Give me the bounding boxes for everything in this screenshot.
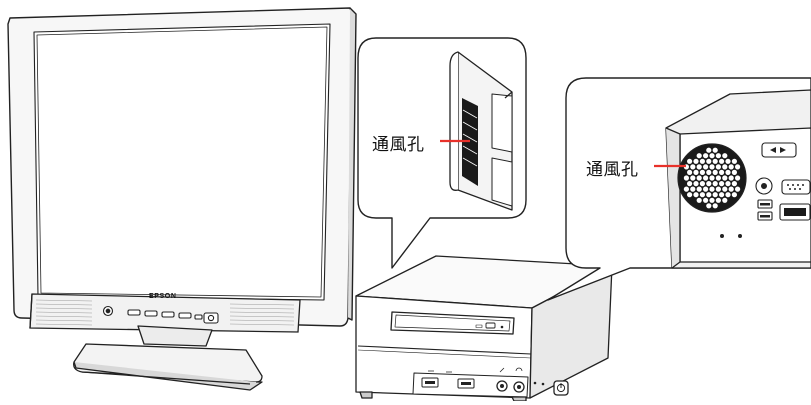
vent-hole: [703, 197, 709, 203]
monitor-button[interactable]: [144, 310, 158, 317]
vent-hole: [735, 164, 741, 170]
monitor-brand-label: EPSON: [149, 293, 177, 300]
vent-hole: [703, 186, 709, 192]
vent-hole: [709, 153, 715, 159]
vent-hole: [722, 186, 728, 192]
vent-hole: [699, 192, 706, 198]
vent-hole: [735, 175, 741, 181]
vent-hole: [687, 169, 693, 175]
vent-hole: [687, 181, 693, 187]
vent-hole: [712, 169, 718, 175]
vent-hole: [709, 186, 715, 192]
monitor-button[interactable]: [194, 314, 203, 320]
vent-hole: [703, 153, 709, 159]
vent-hole: [706, 147, 712, 153]
vent-hole: [706, 203, 712, 209]
vent-hole: [709, 197, 715, 203]
vent-hole: [715, 153, 722, 159]
vent-hole: [731, 181, 738, 187]
vent-hole: [728, 186, 734, 192]
vent-hole: [725, 169, 731, 175]
vent-hole: [725, 192, 731, 198]
vent-hole: [719, 181, 725, 187]
vent-hole: [709, 164, 715, 170]
vent-hole: [696, 197, 702, 203]
vent-hole: [719, 169, 725, 175]
monitor-button[interactable]: [178, 312, 192, 319]
rear-vent-callout: [547, 77, 811, 301]
vent-hole: [712, 147, 718, 153]
monitor-button[interactable]: [127, 309, 141, 316]
vent-hole: [690, 175, 696, 181]
vent-hole: [712, 203, 718, 209]
vent-hole: [722, 197, 728, 203]
vga-port: [781, 179, 811, 195]
vent-hole: [712, 181, 718, 187]
vent-hole: [703, 164, 709, 170]
vent-hole: [725, 181, 731, 187]
side-vent-label: 通風孔: [372, 135, 425, 155]
vent-hole: [709, 175, 715, 181]
monitor-stand: [73, 325, 263, 391]
vent-hole: [715, 197, 722, 203]
vent-hole: [690, 186, 696, 192]
vent-hole: [706, 181, 712, 187]
vent-hole: [699, 181, 706, 187]
vent-hole: [715, 175, 722, 181]
rear-vent-label: 通風孔: [586, 160, 639, 180]
vent-hole: [687, 192, 693, 198]
monitor: [7, 7, 357, 327]
vent-hole: [715, 164, 722, 170]
power-icon: [207, 314, 215, 322]
monitor-power-button[interactable]: [203, 312, 219, 324]
vent-hole: [722, 164, 728, 170]
vent-hole: [699, 158, 706, 164]
pc-case: [355, 255, 613, 402]
vent-hole: [699, 169, 706, 175]
rear-fan-vent-grille: [677, 143, 747, 213]
vent-hole: [696, 164, 702, 170]
vent-hole: [693, 181, 699, 187]
vent-hole: [683, 175, 690, 181]
vent-hole: [712, 192, 718, 198]
vent-hole: [683, 186, 690, 192]
vent-hole: [735, 186, 741, 192]
vent-hole: [693, 158, 699, 164]
vent-hole: [703, 175, 709, 181]
vent-hole: [712, 158, 718, 164]
vent-hole: [693, 192, 699, 198]
vent-hole: [719, 158, 725, 164]
vent-hole: [722, 153, 728, 159]
vent-hole: [731, 192, 738, 198]
optical-drive-eject-button[interactable]: [485, 322, 496, 329]
vent-hole: [731, 169, 738, 175]
monitor-button[interactable]: [161, 311, 175, 318]
vent-hole: [696, 175, 702, 181]
vent-hole: [706, 192, 712, 198]
vent-hole: [728, 164, 734, 170]
vent-hole: [687, 158, 693, 164]
serial-port: [761, 142, 797, 158]
vent-hole: [706, 158, 712, 164]
vent-hole: [690, 164, 696, 170]
vent-hole: [696, 186, 702, 192]
vent-hole: [731, 158, 738, 164]
vent-hole: [696, 153, 702, 159]
vent-hole: [719, 192, 725, 198]
vent-hole: [722, 175, 728, 181]
vent-hole: [725, 158, 731, 164]
vent-hole: [693, 169, 699, 175]
vent-hole: [715, 186, 722, 192]
vent-hole: [728, 175, 734, 181]
side-vent-callout: [357, 37, 527, 269]
vent-hole: [706, 169, 712, 175]
monitor-controls: EPSON: [102, 293, 219, 324]
